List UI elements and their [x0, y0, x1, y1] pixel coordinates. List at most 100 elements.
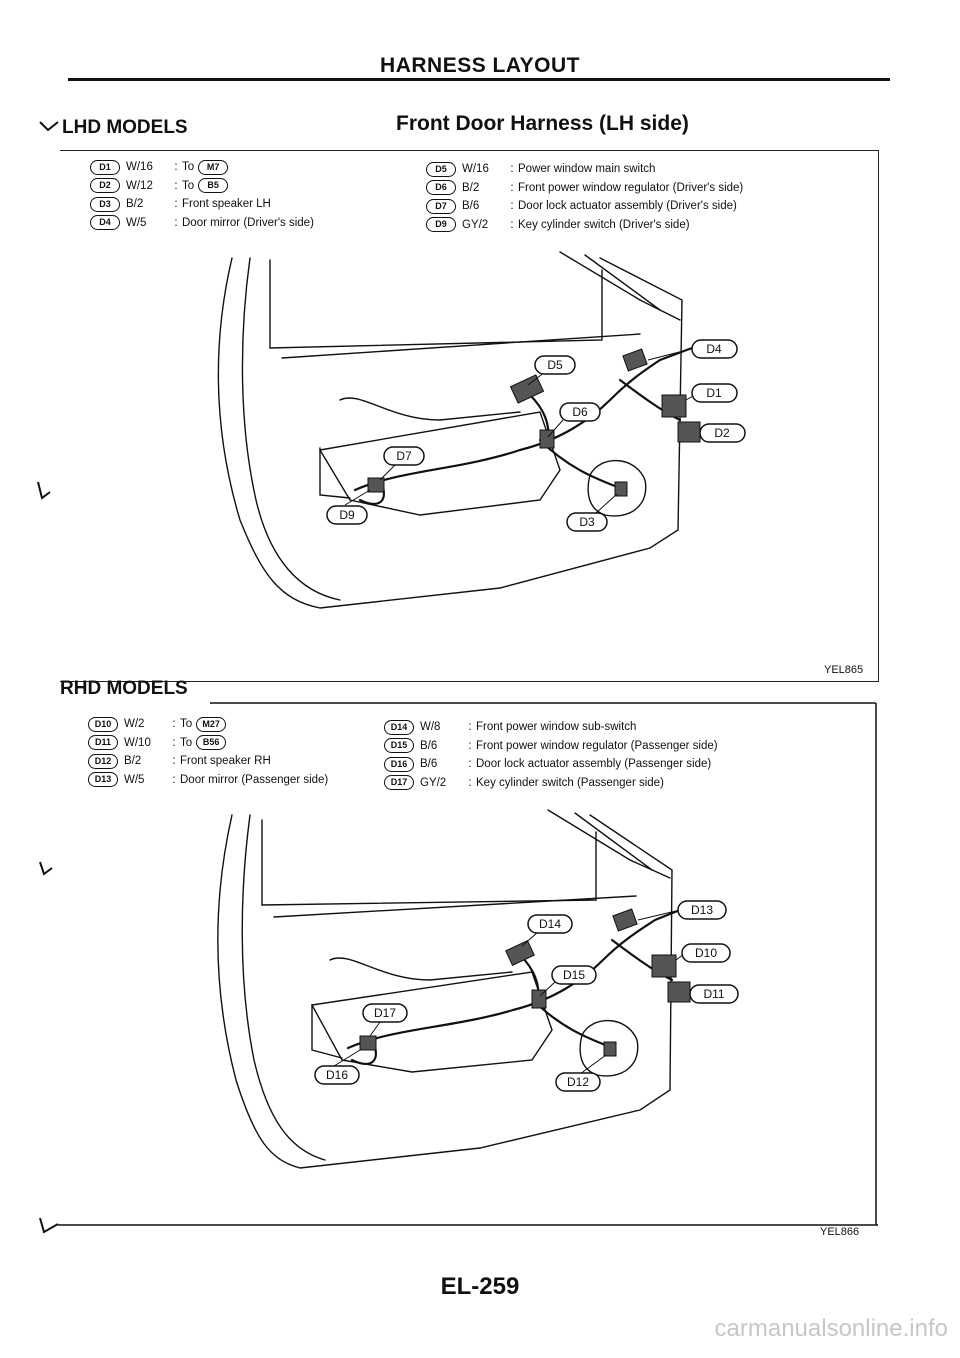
wire-spec: W/12 — [126, 179, 153, 192]
connector-desc: Door lock actuator assembly (Driver's si… — [518, 200, 737, 212]
wire-spec: B/6 — [420, 739, 438, 752]
connector-desc: Front power window regulator (Driver's s… — [518, 181, 744, 194]
callout-d11-bubble — [689, 984, 739, 1004]
callout-d13-bubble — [677, 900, 727, 920]
callout-d13: D13 — [691, 903, 713, 917]
callout-d15: D15 — [563, 968, 585, 982]
header-rule — [68, 78, 890, 81]
wire-spec: W/2 — [124, 718, 145, 730]
legend-row: D14 W/8 : Front power window sub-switch — [384, 718, 718, 737]
connector-badge: D17 — [384, 775, 414, 791]
legend-row: D17 GY/2 : Key cylinder switch (Passenge… — [384, 774, 718, 793]
callout-d5-bubble — [534, 355, 576, 375]
legend-row: D4 W/5 : Door mirror (Driver's side) — [90, 214, 314, 233]
lhd-legend-right: D5 W/16 : Power window main switch D6 B/… — [426, 160, 743, 234]
connector-ref-badge: B56 — [196, 735, 227, 751]
callout-d9-bubble — [326, 505, 368, 525]
callout-d14-bubble — [527, 914, 573, 934]
connector-desc: Key cylinder switch (Passenger side) — [476, 776, 664, 789]
connector-desc: Front speaker LH — [182, 198, 271, 210]
wire-spec: W/8 — [420, 721, 441, 733]
callout-d2: D2 — [714, 426, 730, 440]
connector-desc: Door mirror (Passenger side) — [180, 773, 329, 786]
legend-row: D5 W/16 : Power window main switch — [426, 160, 743, 179]
callout-d6: D6 — [572, 405, 588, 419]
legend-row: D16 B/6 : Door lock actuator assembly (P… — [384, 755, 718, 774]
callout-d7-bubble — [383, 446, 425, 466]
connector-desc: To — [180, 718, 193, 730]
wire-spec: B/2 — [126, 198, 144, 210]
lhd-panel — [60, 150, 879, 682]
connector-badge: D5 — [426, 161, 456, 177]
connector-desc: Front power window regulator (Passenger … — [476, 739, 718, 752]
document-title: Front Door Harness (LH side) — [396, 112, 689, 135]
callout-d4-bubble — [691, 339, 738, 359]
connector-badge: D16 — [384, 756, 414, 772]
connector-ref-badge: M7 — [198, 159, 229, 175]
callout-d16: D16 — [326, 1068, 348, 1082]
legend-row: D9 GY/2 : Key cylinder switch (Driver's … — [426, 216, 743, 235]
connector-ref-badge: B5 — [198, 178, 229, 194]
lhd-section-label: LHD MODELS — [62, 117, 188, 138]
legend-row: D12 B/2 : Front speaker RH — [88, 752, 328, 771]
rhd-legend-right: D14 W/8 : Front power window sub-switch … — [384, 718, 718, 792]
connector-badge: D14 — [384, 719, 414, 735]
connector-desc: Key cylinder switch (Driver's side) — [518, 218, 690, 231]
legend-row: D15 B/6 : Front power window regulator (… — [384, 737, 718, 756]
callout-d10: D10 — [695, 946, 717, 960]
connector-desc: Front speaker RH — [180, 755, 271, 767]
callout-d12-bubble — [555, 1072, 601, 1092]
callout-d5: D5 — [547, 358, 563, 372]
page-header-title: HARNESS LAYOUT — [380, 54, 580, 77]
legend-row: D3 B/2 : Front speaker LH — [90, 195, 314, 214]
callout-d12: D12 — [567, 1075, 589, 1089]
callout-d1-bubble — [691, 383, 738, 403]
legend-row: D6 B/2 : Front power window regulator (D… — [426, 179, 743, 198]
connector-desc: Door mirror (Driver's side) — [182, 216, 314, 229]
callout-d14: D14 — [539, 917, 561, 931]
connector-badge: D15 — [384, 738, 414, 754]
callout-d11: D11 — [703, 987, 724, 1001]
wire-spec: W/5 — [126, 216, 147, 229]
watermark: carmanualsonline.info — [714, 1315, 948, 1342]
callout-d6-bubble — [559, 402, 601, 422]
callout-d15-bubble — [551, 965, 597, 985]
lhd-figure-code: YEL865 — [824, 664, 864, 676]
callout-d3-bubble — [566, 512, 608, 532]
wire-spec: GY/2 — [462, 218, 489, 231]
callout-d17: D17 — [374, 1006, 396, 1020]
connector-badge: D12 — [88, 753, 118, 769]
connector-badge: D9 — [426, 217, 456, 233]
wire-spec: B/6 — [420, 758, 438, 770]
wire-spec: W/16 — [126, 161, 153, 173]
wire-spec: B/2 — [124, 755, 142, 767]
callout-d2-bubble — [699, 423, 746, 443]
connector-badge: D4 — [90, 215, 120, 231]
wire-spec: B/2 — [462, 181, 480, 194]
callout-d3: D3 — [579, 515, 595, 529]
connector-badge: D6 — [426, 180, 456, 196]
legend-row: D7 B/6 : Door lock actuator assembly (Dr… — [426, 197, 743, 216]
connector-desc: Power window main switch — [518, 163, 656, 175]
connector-desc: To — [180, 736, 193, 749]
page-number: EL-259 — [440, 1273, 520, 1300]
callout-d16-bubble — [314, 1065, 360, 1085]
connector-badge: D7 — [426, 198, 456, 214]
wire-spec: W/16 — [462, 163, 489, 175]
connector-desc: Front power window sub-switch — [476, 721, 637, 733]
callout-d4: D4 — [706, 342, 722, 356]
connector-desc: Door lock actuator assembly (Passenger s… — [476, 758, 712, 770]
callout-d7: D7 — [396, 449, 412, 463]
wire-spec: W/5 — [124, 773, 145, 786]
connector-badge: D2 — [90, 178, 120, 194]
callout-d10-bubble — [681, 943, 731, 963]
rhd-section-label: RHD MODELS — [60, 678, 188, 699]
wire-spec: W/10 — [124, 736, 151, 749]
